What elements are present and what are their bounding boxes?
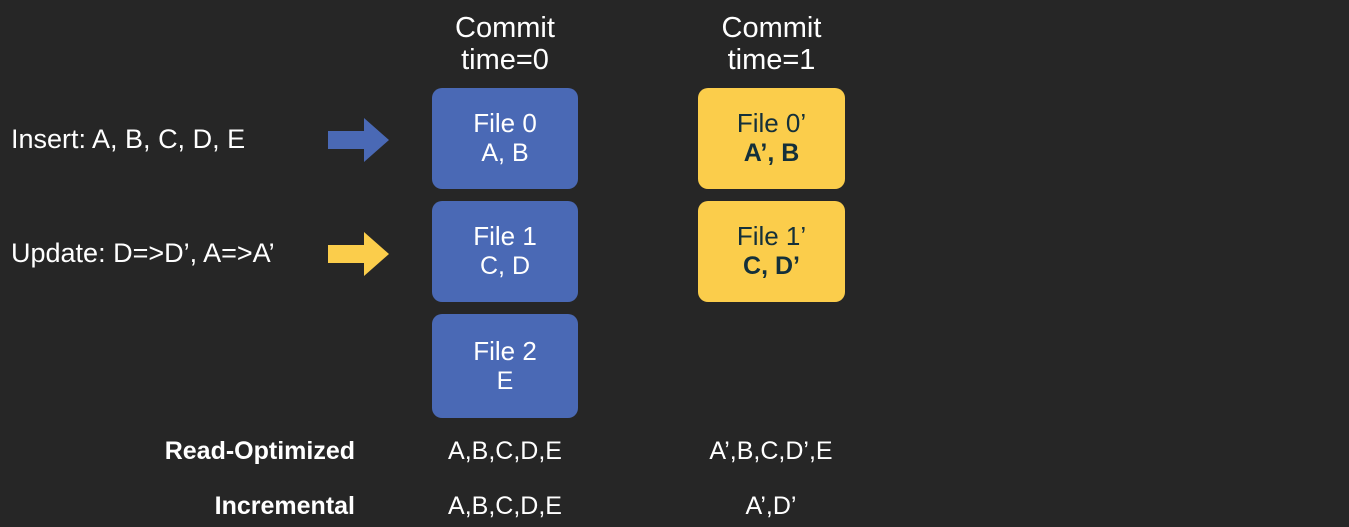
operation-label-insert: Insert: A, B, C, D, E (11, 124, 246, 154)
file-box-records: A’, B (743, 139, 800, 168)
right-arrow-icon-insert (328, 117, 390, 163)
summary-label-read-optimized: Read-Optimized (164, 437, 355, 465)
file-box-records: E (496, 366, 514, 395)
file-box-name: File 2 (473, 335, 537, 366)
column-header-commit-time-0: Commit time=0 (455, 12, 555, 77)
file-box-file-0-prime: File 0’ A’, B (698, 88, 845, 189)
file-box-file-1-prime: File 1’ C, D’ (698, 201, 845, 302)
file-box-name: File 0 (473, 108, 537, 139)
operation-label-update: Update: D=>D’, A=>A’ (11, 238, 275, 268)
file-box-file-2: File 2 E (432, 314, 578, 418)
file-box-records: C, D’ (743, 252, 800, 281)
summary-value-read-optimized-commit-1: A’,B,C,D’,E (709, 437, 833, 465)
file-box-name: File 0’ (736, 108, 807, 139)
file-box-records: A, B (481, 139, 529, 168)
file-box-name: File 1’ (736, 221, 807, 252)
file-box-file-0: File 0 A, B (432, 88, 578, 189)
summary-label-incremental: Incremental (214, 492, 355, 520)
summary-value-read-optimized-commit-0: A,B,C,D,E (448, 437, 562, 465)
column-header-commit-time-1: Commit time=1 (721, 12, 822, 77)
file-box-name: File 1 (473, 221, 537, 252)
summary-value-incremental-commit-1: A’,D’ (745, 492, 797, 520)
right-arrow-icon-update (328, 231, 390, 277)
summary-value-incremental-commit-0: A,B,C,D,E (448, 492, 562, 520)
file-box-file-1: File 1 C, D (432, 201, 578, 302)
file-box-records: C, D (480, 252, 530, 281)
